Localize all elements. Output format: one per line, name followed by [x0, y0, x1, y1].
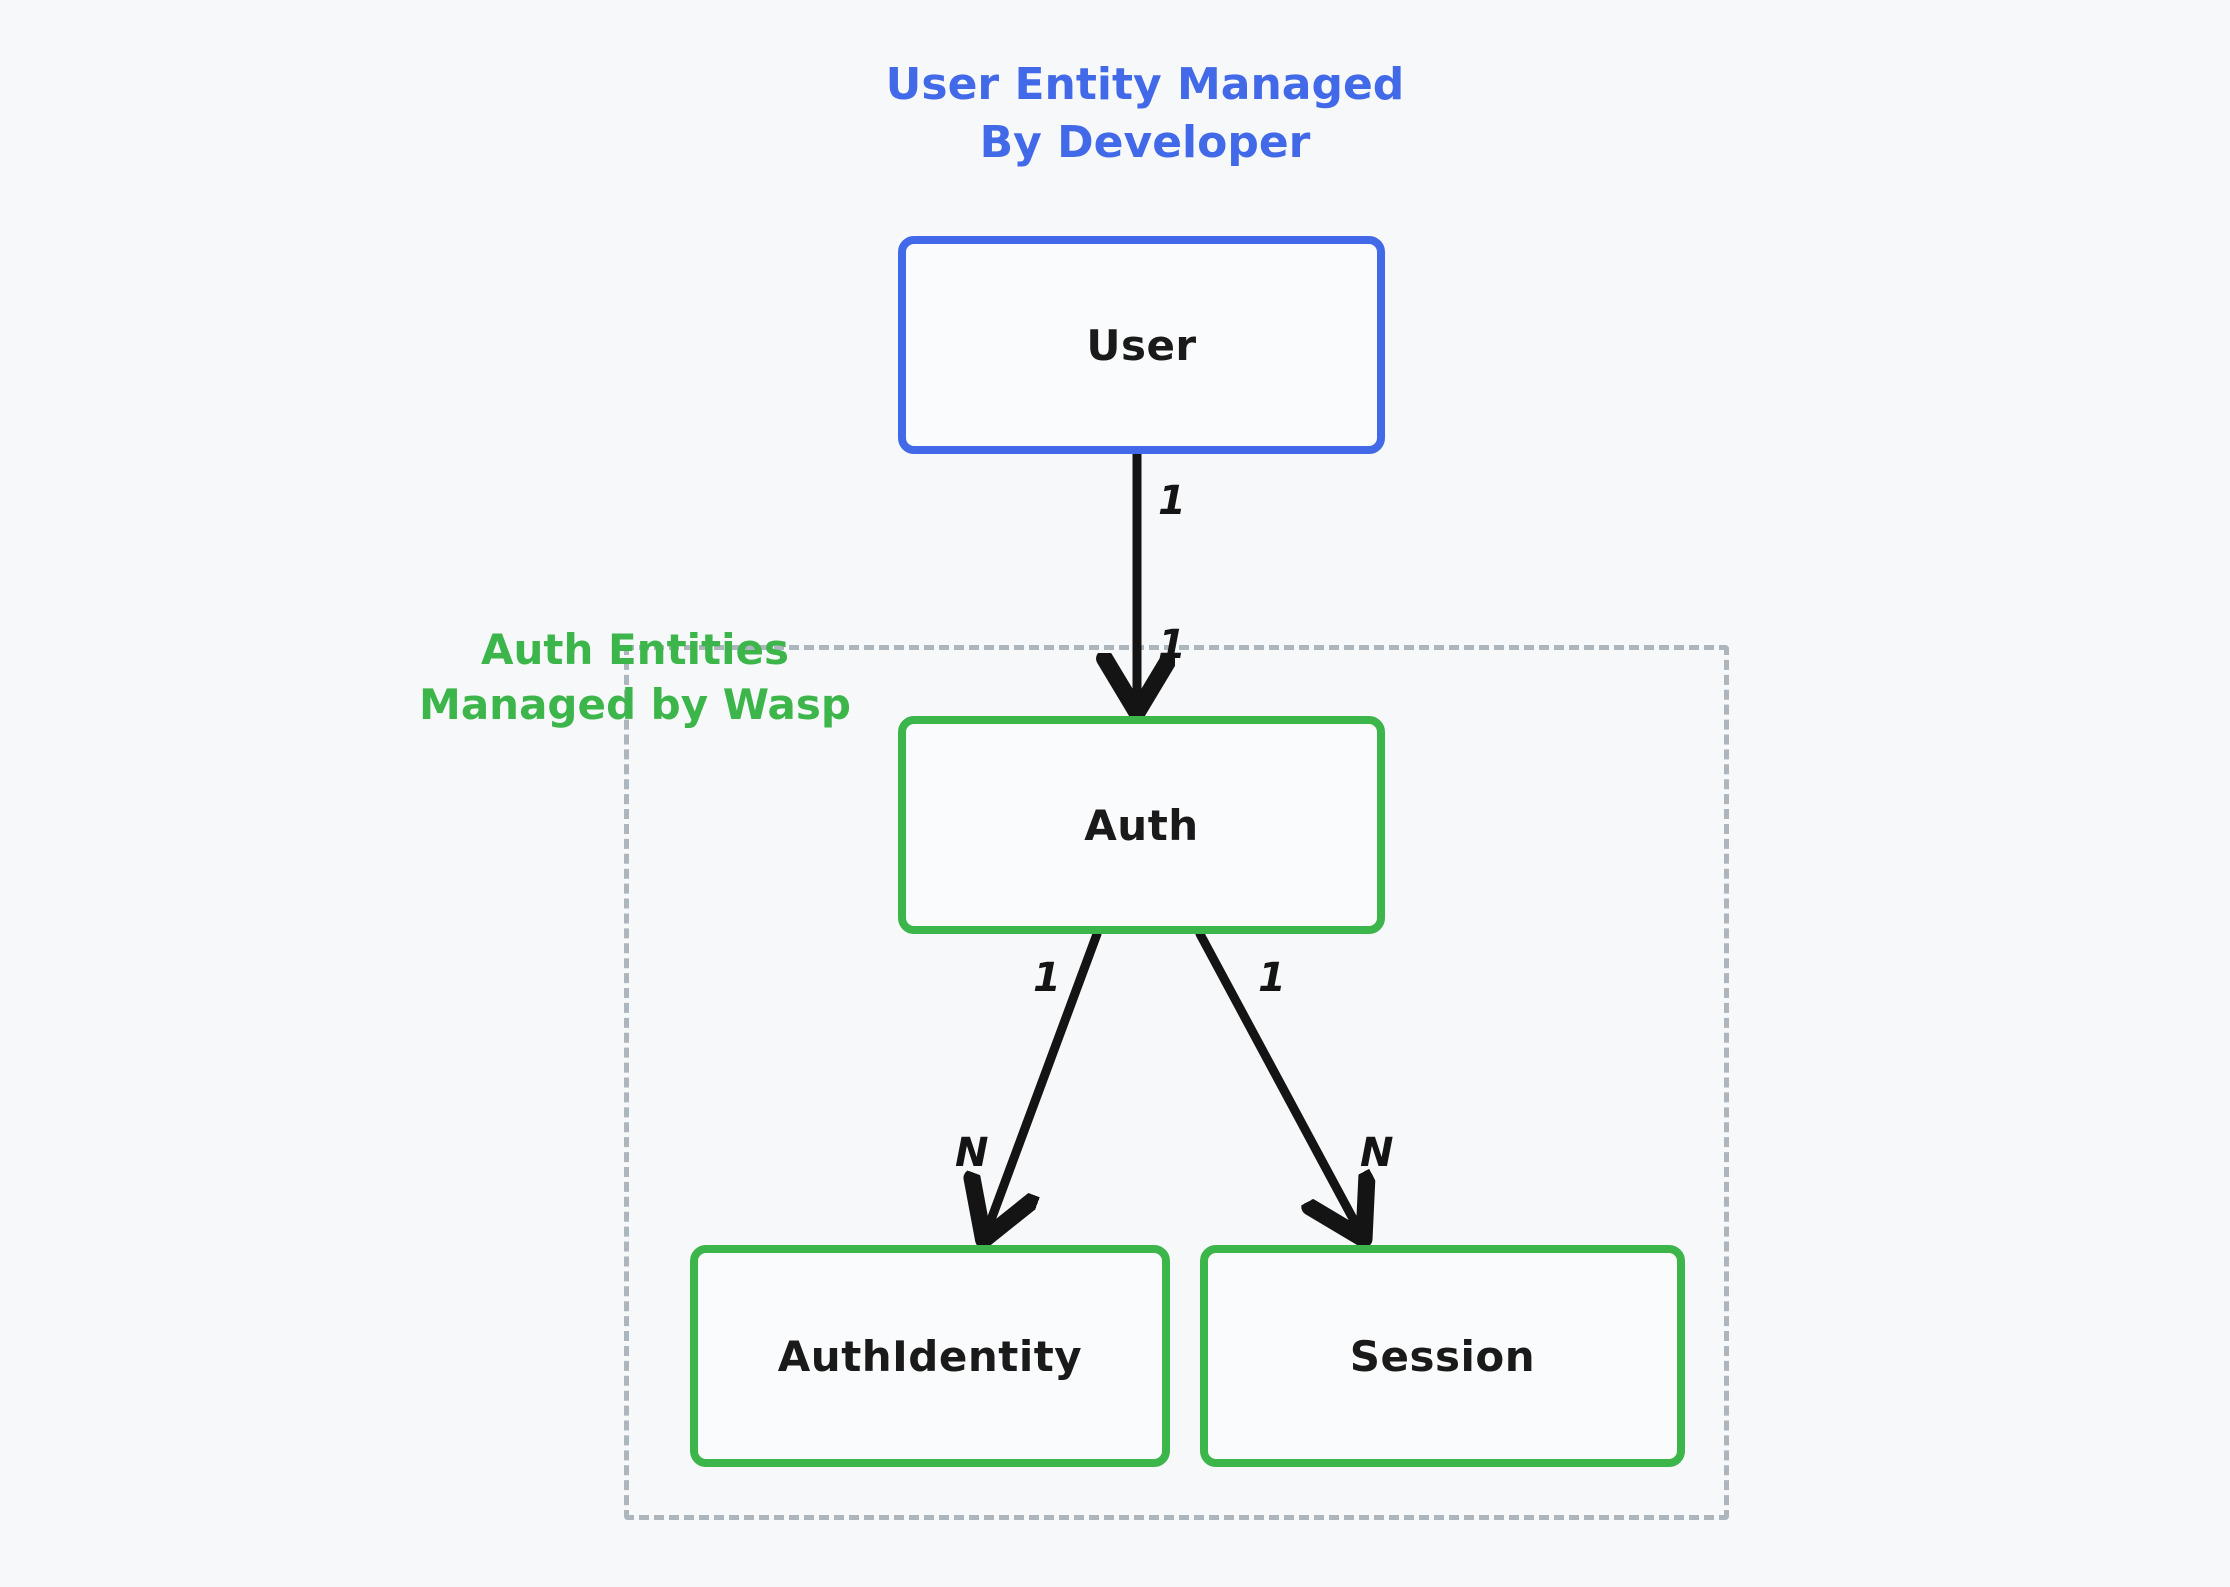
cardinality-auth-session-source: 1: [1258, 955, 1286, 1001]
auth-group-caption: Auth Entities Managed by Wasp: [419, 625, 851, 730]
cardinality-auth-session-target: N: [1360, 1130, 1394, 1176]
entity-node-authidentity[interactable]: AuthIdentity: [690, 1245, 1170, 1467]
entity-node-auth-label: Auth: [1084, 800, 1199, 850]
entity-node-user-label: User: [1086, 320, 1197, 370]
cardinality-user-auth-source: 1: [1158, 478, 1186, 524]
cardinality-auth-authidentity-target: N: [955, 1130, 989, 1176]
entity-node-session-label: Session: [1349, 1331, 1536, 1381]
user-group-caption: User Entity Managed By Developer: [885, 59, 1405, 169]
auth-entities-group-container: [624, 645, 1729, 1520]
entity-node-user[interactable]: User: [898, 236, 1385, 454]
entity-node-authidentity-label: AuthIdentity: [777, 1331, 1083, 1381]
entity-node-session[interactable]: Session: [1200, 1245, 1685, 1467]
entity-node-auth[interactable]: Auth: [898, 716, 1385, 934]
cardinality-user-auth-target: 1: [1158, 622, 1186, 668]
cardinality-auth-authidentity-source: 1: [1033, 955, 1061, 1001]
